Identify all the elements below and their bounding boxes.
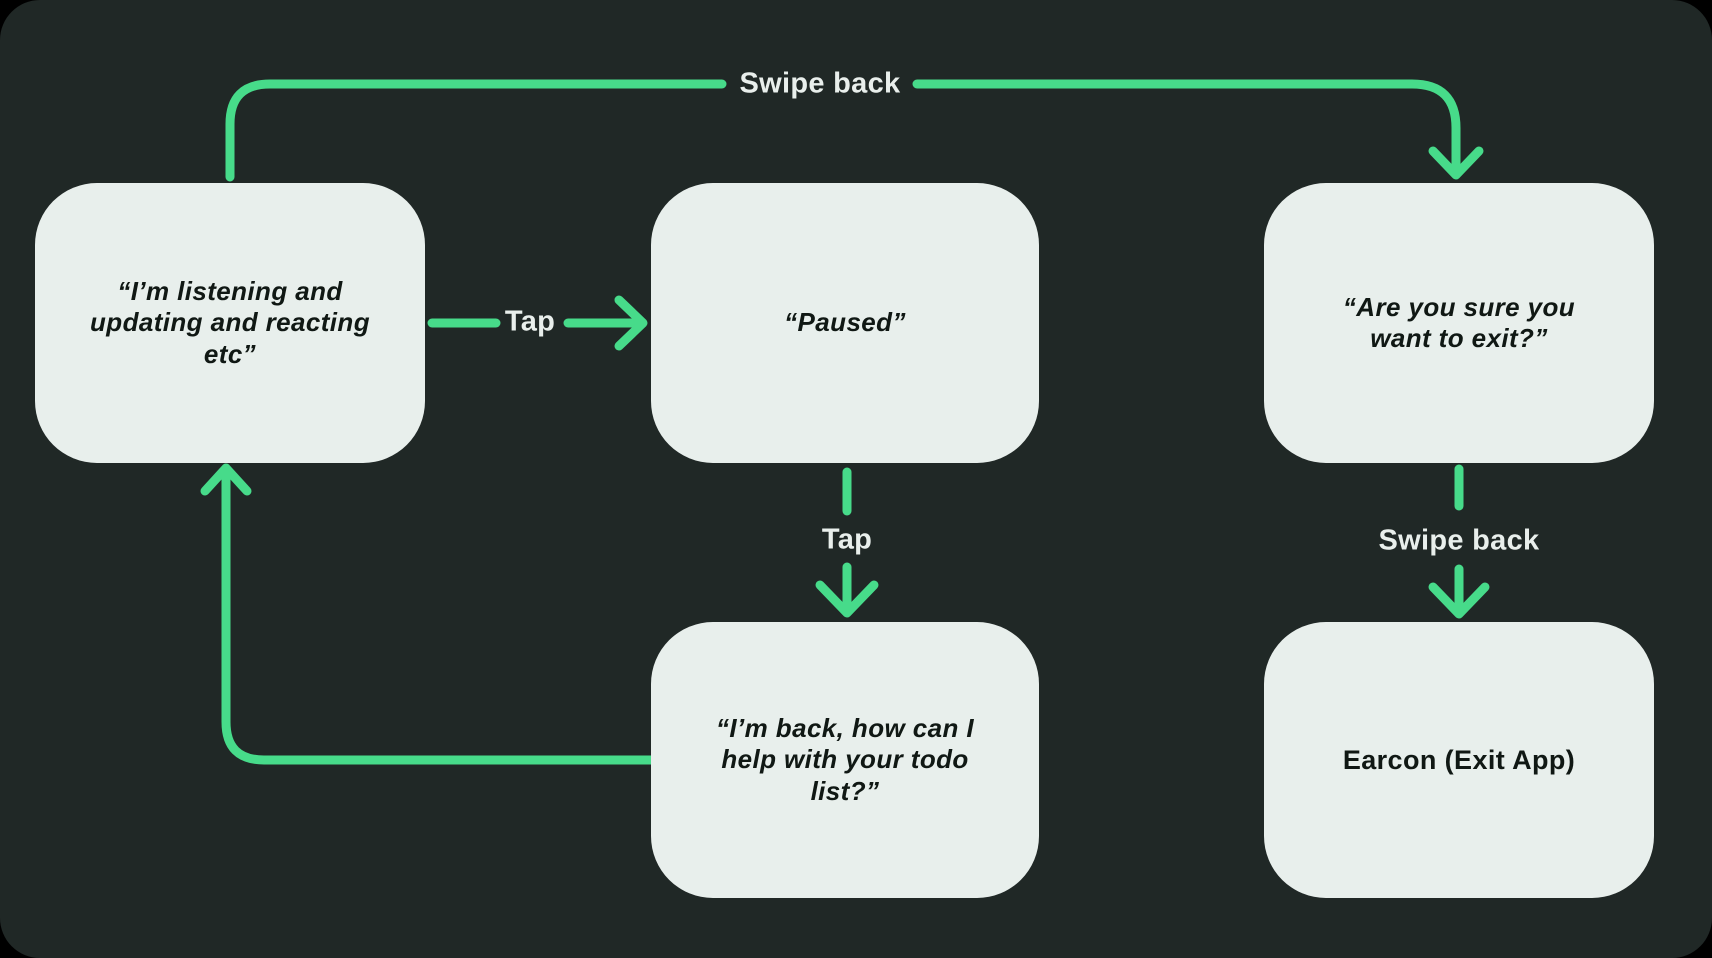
node-listening-line-2: updating and reacting <box>90 307 370 338</box>
node-exit-confirm-line-2: want to exit?” <box>1370 323 1548 353</box>
node-listening-line-3: etc” <box>203 338 257 369</box>
node-back-line-2: help with your todo <box>721 744 969 775</box>
edge-label-tap-vertical: Tap <box>821 523 873 556</box>
arrowhead-up-icon <box>200 463 252 496</box>
edge-swipe-back-top <box>225 79 1484 182</box>
node-back: “I’m back, how can I help with your todo… <box>651 622 1039 898</box>
node-earcon: Earcon (Exit App) <box>1264 622 1654 898</box>
node-exit-confirm: “Are you sure you want to exit?” <box>1264 183 1654 463</box>
arrowhead-right-icon <box>614 295 648 351</box>
node-earcon-line-1: Earcon (Exit App) <box>1342 744 1576 775</box>
edge-tap-horizontal <box>427 295 648 351</box>
edge-label-swipe-back-top: Swipe back <box>739 67 901 100</box>
node-exit-confirm-text: “Are you sure you want to exit?” <box>1343 292 1575 354</box>
node-exit-confirm-line-1: “Are you sure you <box>1342 291 1576 322</box>
node-earcon-text: Earcon (Exit App) <box>1343 744 1575 776</box>
edge-loop-back <box>200 463 656 765</box>
node-paused: “Paused” <box>651 183 1039 463</box>
node-back-text: “I’m back, how can I help with your todo… <box>716 713 974 807</box>
node-paused-line-1: “Paused” <box>784 307 906 338</box>
edge-swipe-back-right <box>1428 464 1490 619</box>
arrowhead-down-icon <box>1428 146 1484 180</box>
arrowhead-down-icon <box>1428 582 1490 619</box>
node-listening-text: “I’m listening and updating and reacting… <box>90 276 370 370</box>
edge-label-swipe-back-right: Swipe back <box>1378 524 1540 557</box>
node-paused-text: “Paused” <box>784 307 906 338</box>
node-back-line-1: “I’m back, how can I <box>716 713 974 744</box>
node-listening-line-1: “I’m listening and <box>117 276 343 307</box>
node-listening: “I’m listening and updating and reacting… <box>35 183 425 463</box>
node-back-line-3: list?” <box>810 775 880 806</box>
edge-label-tap-horizontal: Tap <box>504 305 556 338</box>
edge-tap-vertical <box>815 467 879 618</box>
arrowhead-down-icon <box>815 580 879 618</box>
